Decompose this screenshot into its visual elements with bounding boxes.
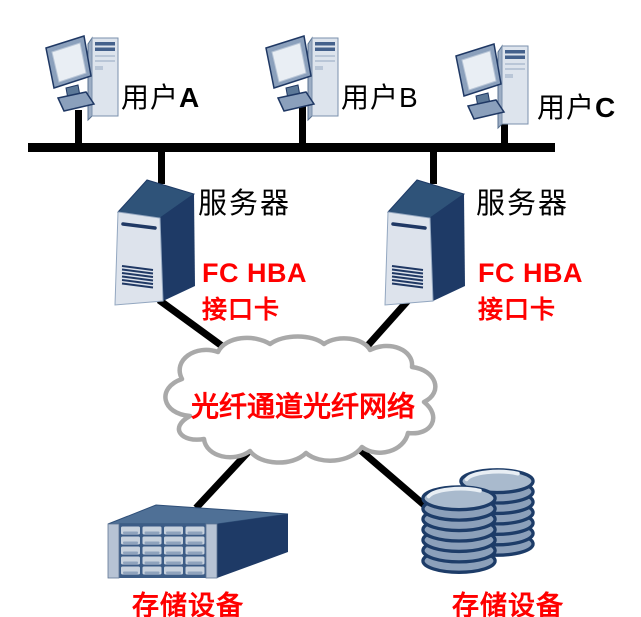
fibre-channel-network-label: 光纤通道光纤网络 [190, 391, 415, 422]
server-shape [384, 179, 466, 306]
pc-shape [265, 35, 339, 122]
server-left-label: 服务器 [198, 188, 292, 220]
disk-stack-icon [421, 468, 535, 574]
cloud-outline [163, 334, 438, 465]
user-a-prefix: 用户 [121, 82, 180, 113]
disk-array-shape [107, 504, 289, 579]
bus-line [28, 143, 555, 152]
user-c-letter: C [595, 92, 617, 123]
user-a-label: 用户A [121, 76, 200, 116]
pc-shape [455, 43, 529, 130]
tower-server-icon [114, 179, 196, 306]
server-right-label: 服务器 [476, 188, 570, 220]
fc-hba-right-sublabel: 接口卡 [478, 296, 557, 324]
user-b-letter: B [399, 82, 419, 113]
fc-hba-left-sublabel: 接口卡 [202, 296, 281, 324]
tower-server-icon [384, 179, 466, 306]
fc-hba-right-label: FC HBA [478, 258, 583, 288]
storage-right-label: 存储设备 [452, 591, 564, 617]
cloud-shape [163, 334, 438, 465]
user-a-letter: A [179, 82, 201, 113]
pc-shape [45, 35, 119, 122]
storage-left-label: 存储设备 [132, 591, 244, 617]
desktop-computer-icon [455, 43, 529, 130]
fc-hba-left-label: FC HBA [202, 258, 307, 288]
server-shape [114, 179, 196, 306]
disk-array-icon [107, 504, 289, 579]
desktop-computer-icon [265, 35, 339, 122]
desktop-computer-icon [45, 35, 119, 122]
user-b-prefix: 用户 [341, 82, 400, 113]
disk-stack-shape [421, 468, 535, 574]
user-b-label: 用户B [341, 76, 419, 116]
user-c-prefix: 用户 [537, 92, 596, 123]
user-c-label: 用户C [537, 86, 616, 126]
